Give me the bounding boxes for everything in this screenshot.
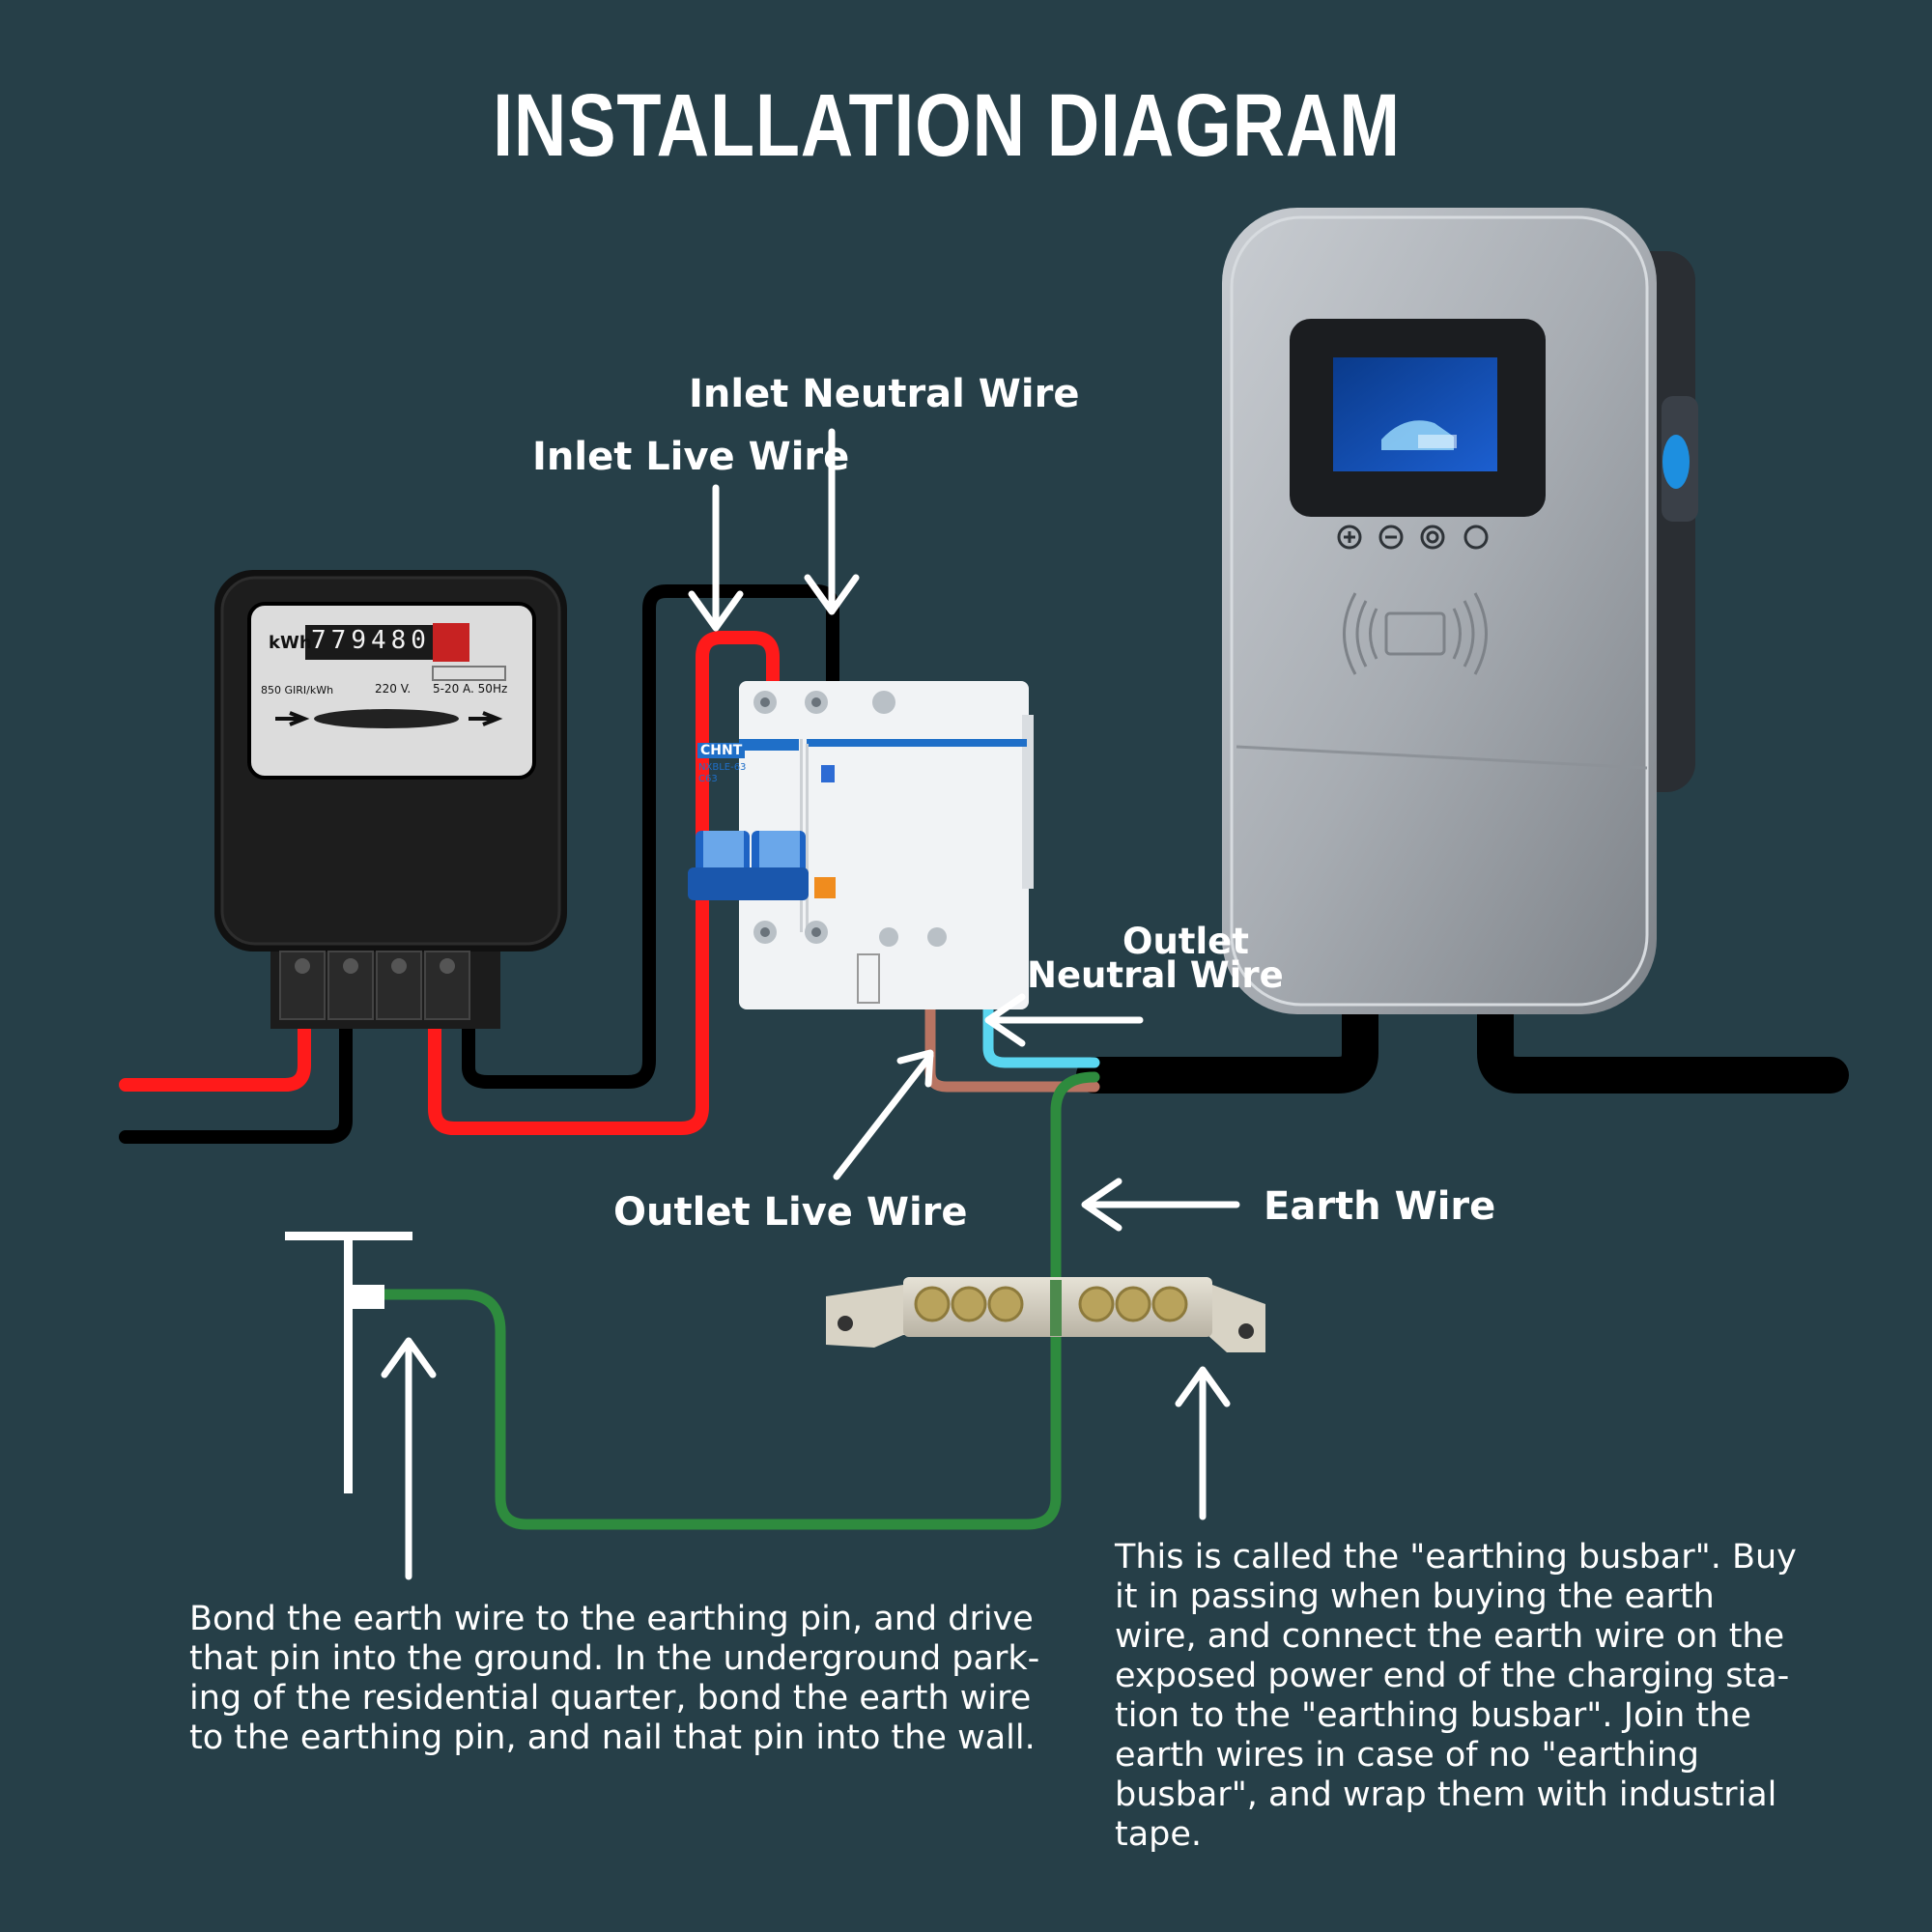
label-earth-wire: Earth Wire: [1264, 1184, 1496, 1229]
label-inlet-neutral-wire: Inlet Neutral Wire: [689, 372, 1080, 416]
note-line: exposed power end of the charging sta-: [1115, 1657, 1790, 1695]
charger-screen: [1333, 357, 1497, 471]
arrow-icon: [804, 428, 860, 615]
note-line: busbar", and wrap them with industrial: [1115, 1776, 1777, 1814]
plus-icon: [1337, 525, 1362, 550]
breaker-brand: CHNT: [697, 743, 746, 758]
arrow-icon: [833, 1049, 934, 1180]
ev-charger: [1222, 208, 1698, 1014]
breaker-rating: C63: [698, 774, 718, 784]
page-title: INSTALLATION DIAGRAM: [493, 76, 1401, 175]
power-icon: [1463, 525, 1489, 550]
note-line: ing of the residential quarter, bond the…: [189, 1679, 1032, 1718]
note-line: tape.: [1115, 1815, 1203, 1854]
note-line: wire, and connect the earth wire on the: [1115, 1617, 1785, 1656]
earthing-pin-note: Bond the earth wire to the earthing pin,…: [189, 1600, 1039, 1758]
inlet-neutral-wire: [462, 584, 839, 1089]
charger-buttons: [1337, 525, 1489, 550]
breaker-toggle-switches: [688, 831, 809, 900]
meter-rating: 5-20 A. 50Hz: [433, 682, 508, 696]
supply-live-wire: [119, 1022, 311, 1092]
outlet-neutral-wire: [982, 989, 1100, 1068]
note-line: to the earthing pin, and nail that pin i…: [189, 1719, 1036, 1757]
breaker-model: NXBLE-63: [698, 762, 747, 773]
label-outlet-live-wire: Outlet Live Wire: [613, 1190, 968, 1235]
charger-cable-right: [1477, 981, 1849, 1094]
meter-digit: 4: [370, 626, 386, 655]
arrow-icon: [984, 993, 1144, 1047]
meter-reading: 7 7 9 4 8 0: [311, 626, 475, 655]
arrow-icon: [381, 1337, 437, 1580]
note-line: Bond the earth wire to the earthing pin,…: [189, 1600, 1034, 1638]
earthing-pin: [285, 1232, 412, 1493]
meter-counter: [305, 623, 469, 662]
minus-icon: [1378, 525, 1404, 550]
arrow-icon: [1175, 1366, 1231, 1520]
meter-voltage: 220 V.: [375, 682, 412, 696]
note-line: This is called the "earthing busbar". Bu…: [1115, 1538, 1797, 1577]
note-line: earth wires in case of no "earthing: [1115, 1736, 1699, 1775]
note-line: that pin into the ground. In the undergr…: [189, 1639, 1040, 1678]
meter-digit: 0: [411, 626, 426, 655]
note-line: it in passing when buying the earth: [1115, 1577, 1715, 1616]
meter-digit: 8: [390, 626, 407, 655]
circuit-breaker: [688, 681, 1034, 1009]
earth-wire: [379, 1071, 1100, 1530]
circle-icon: [1420, 525, 1445, 550]
note-line: tion to the "earthing busbar". Join the: [1115, 1696, 1751, 1735]
arrow-icon: [1081, 1178, 1240, 1232]
supply-neutral-wire: [119, 1022, 353, 1144]
meter-digit: 9: [351, 626, 366, 655]
meter-digit: 7: [311, 626, 327, 655]
busbar-note: This is called the "earthing busbar". Bu…: [1115, 1538, 1797, 1855]
charger-cable-left: [1076, 981, 1378, 1094]
electric-meter: [214, 570, 567, 1029]
rfid-icon: [1343, 592, 1488, 675]
meter-digit: 7: [330, 626, 347, 655]
meter-constant: 850 GIRI/kWh: [261, 684, 334, 696]
label-inlet-live-wire: Inlet Live Wire: [532, 435, 850, 479]
wires: [119, 584, 1849, 1530]
arrows: [381, 428, 1240, 1580]
earthing-busbar: [826, 1277, 1265, 1352]
meter-unit: kWh: [269, 633, 312, 653]
label-outlet-neutral-line1: Outlet: [1122, 921, 1249, 962]
label-outlet-neutral-line2: Neutral Wire: [1027, 954, 1284, 996]
arrow-icon: [688, 484, 744, 632]
